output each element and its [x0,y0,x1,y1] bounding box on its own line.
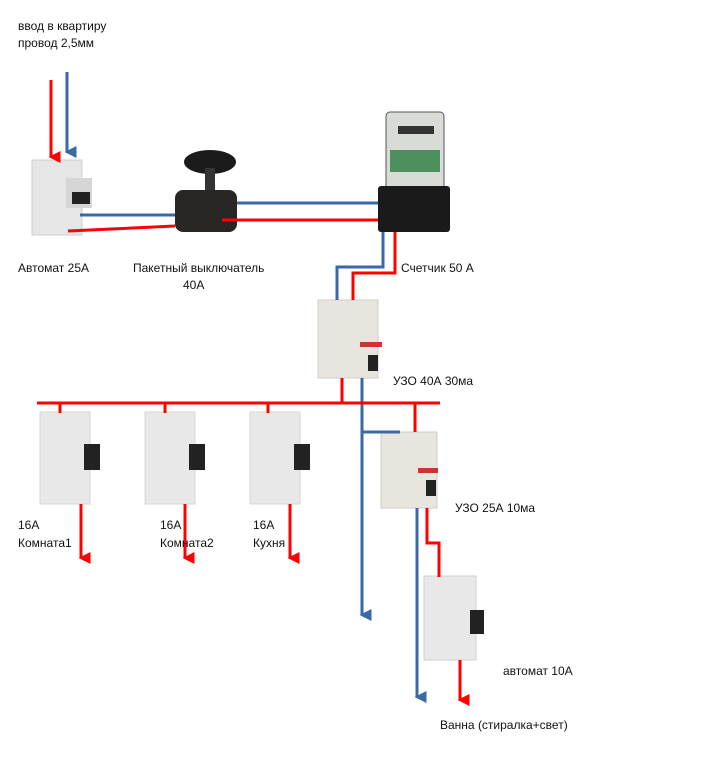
meter-label: Счетчик 50 А [401,261,474,275]
rcd-main-40a [317,299,382,379]
circuit-breaker-3 [249,411,310,505]
input-label-line2: провод 2,5мм [18,36,95,50]
main-breaker-25a [31,159,92,236]
circuit-2-room: Комната2 [160,536,214,550]
circuit-3-rating: 16А [253,518,275,532]
neutral-wires [64,72,427,703]
main-breaker-label: Автомат 25А [18,261,89,275]
circuit-breaker-1 [39,411,100,505]
circuit-breaker-2 [144,411,205,505]
circuit-3-room: Кухня [253,536,286,550]
input-label-line1: ввод в квартиру [18,19,107,33]
bath-breaker-10a [423,575,484,661]
packet-switch-label-line1: Пакетный выключатель [133,261,265,275]
packet-switch-40a [175,150,237,232]
rcd-main-label: УЗО 40А 30ма [393,374,474,388]
circuit-breakers [39,411,310,505]
circuit-1-room: Комната1 [18,536,72,550]
circuit-1-rating: 16А [18,518,40,532]
packet-switch-label-line2: 40А [183,278,205,292]
bath-load-label: Ванна (стиралка+свет) [440,718,568,732]
rcd-bath-label: УЗО 25А 10ма [455,501,536,515]
rcd-bath-25a [380,431,438,509]
phase-wires [37,80,470,706]
electric-meter [378,111,450,232]
circuit-2-rating: 16А [160,518,182,532]
bath-breaker-label: автомат 10А [503,664,573,678]
